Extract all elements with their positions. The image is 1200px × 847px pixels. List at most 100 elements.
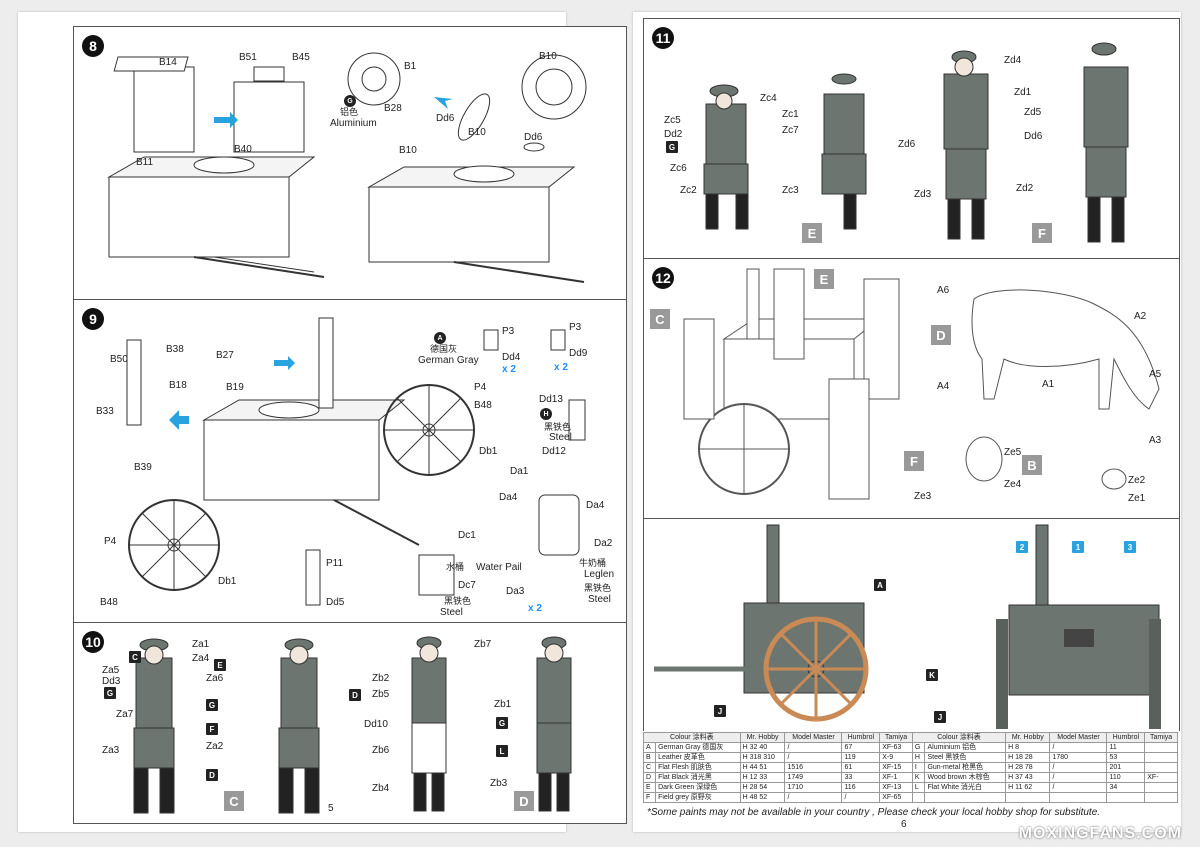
label: Zc2 — [680, 185, 697, 196]
cell: H 18 28 — [1005, 752, 1051, 763]
label: Za3 — [102, 745, 120, 756]
col-header: Model Master — [1049, 732, 1108, 743]
step-12-panel: 12 E C D F B A6 A2 A4 A1 A5 — [643, 258, 1180, 520]
cell: I — [911, 762, 926, 773]
cell: / — [784, 742, 843, 753]
label: Zb6 — [372, 745, 390, 756]
page-number-left: 5 — [328, 803, 334, 814]
cell: 116 — [841, 782, 881, 793]
leglen-en: Leglen — [584, 569, 615, 580]
cell: H 48 52 — [739, 792, 786, 803]
label: P4 — [474, 382, 487, 393]
paint-note: *Some paints may not be available in you… — [647, 807, 1101, 818]
label: Zd6 — [898, 139, 916, 150]
cell: / — [1049, 742, 1108, 753]
label: B19 — [226, 382, 244, 393]
fig-label: D — [931, 325, 951, 345]
steel-cn-3: 黑铁色 — [444, 596, 472, 606]
cell: Field grey 原野灰 — [655, 792, 741, 803]
col-header: Model Master — [784, 732, 843, 743]
label: Dd5 — [326, 597, 345, 608]
callout: J — [934, 711, 946, 723]
label: Zc7 — [782, 125, 799, 136]
label: Zb3 — [490, 778, 508, 789]
cell: / — [1049, 762, 1108, 773]
cell: Wood brown 木棕色 — [924, 772, 1007, 783]
cell: / — [1049, 772, 1108, 783]
cell: Flat Flesh 肌肤色 — [655, 762, 741, 773]
paint-mark-a: A — [434, 332, 446, 344]
label: P3 — [569, 322, 582, 333]
label: A5 — [1149, 369, 1162, 380]
label: B28 — [384, 103, 402, 114]
label: Zb5 — [372, 689, 390, 700]
cell: E — [642, 782, 657, 793]
cell: XF-13 — [879, 782, 913, 793]
number-callout: 3 — [1124, 541, 1136, 553]
step-number: 10 — [82, 631, 104, 653]
label: Ze2 — [1128, 475, 1146, 486]
label: B10 — [468, 127, 486, 138]
label: B50 — [110, 354, 128, 365]
step-11-panel: 11 Zc4 Zc5 Zc1 Dd2 Zc7 G Zc6 Zc2 Zc3 E Z… — [643, 18, 1180, 260]
number-callout: 2 — [1016, 541, 1028, 553]
cell: / — [841, 792, 881, 803]
step-9-panel: 9 B50 B38 B27 B18 B19 B33 — [73, 299, 627, 624]
cell — [1144, 782, 1178, 793]
step-8-panel: 8 B14 B51 — [73, 26, 627, 301]
label: B1 — [404, 61, 417, 72]
step-number: 11 — [652, 27, 674, 49]
step-12-drawing — [683, 268, 1160, 500]
label: Zd2 — [1016, 183, 1034, 194]
cell: H 28 54 — [739, 782, 786, 793]
label: Ze3 — [914, 491, 932, 502]
label: Dd6 — [524, 132, 543, 143]
label: B10 — [539, 51, 557, 62]
x2-badge: x 2 — [528, 603, 542, 614]
label: Za7 — [116, 709, 134, 720]
cell: H 11 62 — [1005, 782, 1051, 793]
cell: 1780 — [1049, 752, 1108, 763]
figure-c-label: C — [224, 791, 244, 811]
label: Za5 — [102, 665, 120, 676]
step-9-drawing — [126, 317, 586, 606]
cell: 53 — [1106, 752, 1146, 763]
label: Zc6 — [670, 163, 687, 174]
label: Za6 — [206, 673, 224, 684]
cell: / — [784, 792, 843, 803]
label: Zb1 — [494, 699, 512, 710]
step-11-drawing — [703, 42, 1129, 243]
cell: 119 — [841, 752, 881, 763]
color-table: Colour 涂料表 Mr. Hobby Model Master Humbro… — [642, 732, 1178, 803]
label: Dd6 — [436, 113, 455, 124]
label: Zb7 — [474, 639, 492, 650]
label: B38 — [166, 344, 184, 355]
cell: Leather 皮革色 — [655, 752, 741, 763]
callout: J — [714, 705, 726, 717]
label: Dc1 — [458, 530, 476, 541]
cell: Flat Black 消光黑 — [655, 772, 741, 783]
cell: H 8 — [1005, 742, 1051, 753]
cell: / — [1049, 782, 1108, 793]
fig-label: E — [814, 269, 834, 289]
label: Da4 — [499, 492, 518, 503]
label: A2 — [1134, 311, 1147, 322]
label: Zd3 — [914, 189, 932, 200]
label: B18 — [169, 380, 187, 391]
cell: Flat White 消光白 — [924, 782, 1007, 793]
label: Dd3 — [102, 676, 121, 687]
label: Za1 — [192, 639, 210, 650]
label: Da3 — [506, 586, 525, 597]
mark: L — [496, 745, 508, 757]
label: P4 — [104, 536, 117, 547]
mark: G — [206, 699, 218, 711]
label: Zb2 — [372, 673, 390, 684]
label: A3 — [1149, 435, 1162, 446]
cell: 1710 — [784, 782, 843, 793]
color-view-drawing — [654, 524, 1161, 729]
col-header: Mr. Hobby — [739, 732, 786, 743]
cell — [1144, 762, 1178, 773]
cell: XF-1 — [879, 772, 913, 783]
